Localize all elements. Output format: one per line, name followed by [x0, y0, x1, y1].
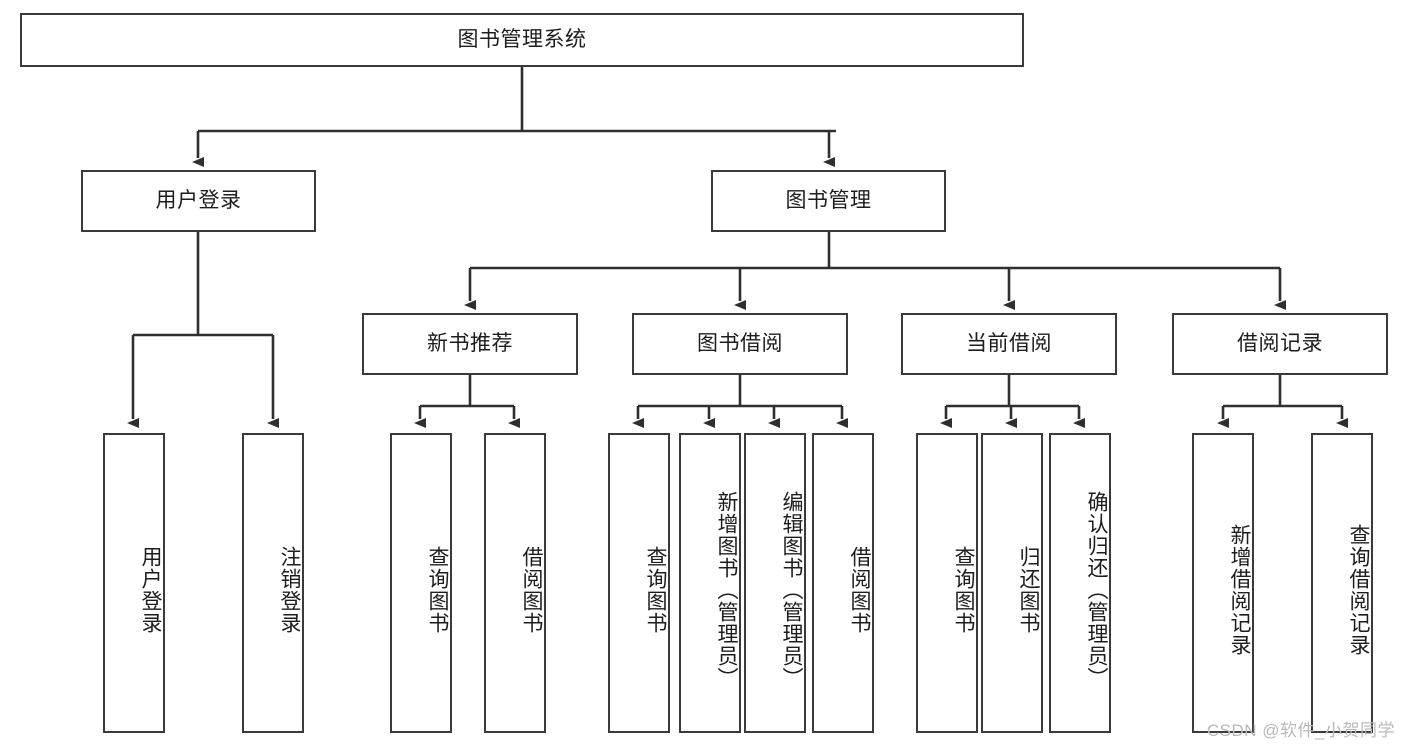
- node-label: 用户登录: [139, 546, 162, 634]
- node-new-book-recommend[interactable]: 新书推荐: [362, 313, 578, 375]
- leaf-query-book-borrow[interactable]: 查询图书: [608, 433, 670, 733]
- node-label: 用户登录: [155, 189, 242, 213]
- node-label: 借阅图书: [848, 546, 871, 634]
- node-book-management[interactable]: 图书管理: [711, 170, 946, 232]
- leaf-borrow-book-recommend[interactable]: 借阅图书: [484, 433, 546, 733]
- node-label: 编辑图书（管理员）: [780, 491, 803, 689]
- node-label: 归还图书: [1017, 546, 1040, 634]
- leaf-logout[interactable]: 注销登录: [242, 433, 304, 733]
- node-label: 查询图书: [952, 546, 975, 634]
- node-label: 查询图书: [644, 546, 667, 634]
- leaf-return-book[interactable]: 归还图书: [981, 433, 1043, 733]
- leaf-user-login[interactable]: 用户登录: [103, 433, 165, 733]
- node-label: 图书管理: [785, 189, 872, 213]
- leaf-query-borrow-record[interactable]: 查询借阅记录: [1311, 433, 1373, 733]
- node-label: 借阅图书: [520, 546, 543, 634]
- csdn-watermark: CSDN @软件_小贺同学: [1206, 721, 1395, 740]
- leaf-confirm-return-admin[interactable]: 确认归还（管理员）: [1049, 433, 1111, 733]
- node-current-borrow[interactable]: 当前借阅: [901, 313, 1117, 375]
- node-label: 图书借阅: [697, 332, 783, 356]
- node-label: 当前借阅: [966, 332, 1052, 356]
- leaf-query-book-current[interactable]: 查询图书: [916, 433, 978, 733]
- node-label: 注销登录: [278, 546, 301, 634]
- node-label: 新增图书（管理员）: [715, 491, 738, 689]
- leaf-borrow-book[interactable]: 借阅图书: [812, 433, 874, 733]
- node-borrow-record[interactable]: 借阅记录: [1172, 313, 1388, 375]
- leaf-query-book-recommend[interactable]: 查询图书: [390, 433, 452, 733]
- node-label: 新书推荐: [427, 332, 513, 356]
- leaf-add-borrow-record[interactable]: 新增借阅记录: [1192, 433, 1254, 733]
- node-label: 查询借阅记录: [1347, 524, 1370, 656]
- leaf-edit-book-admin[interactable]: 编辑图书（管理员）: [744, 433, 806, 733]
- node-book-borrow[interactable]: 图书借阅: [632, 313, 848, 375]
- node-root-system[interactable]: 图书管理系统: [20, 13, 1024, 67]
- node-label: 借阅记录: [1237, 332, 1323, 356]
- node-label: 新增借阅记录: [1228, 524, 1251, 656]
- node-user-login[interactable]: 用户登录: [81, 170, 316, 232]
- node-label: 查询图书: [426, 546, 449, 634]
- node-label: 图书管理系统: [457, 28, 587, 52]
- node-label: 确认归还（管理员）: [1085, 491, 1108, 689]
- leaf-add-book-admin[interactable]: 新增图书（管理员）: [679, 433, 741, 733]
